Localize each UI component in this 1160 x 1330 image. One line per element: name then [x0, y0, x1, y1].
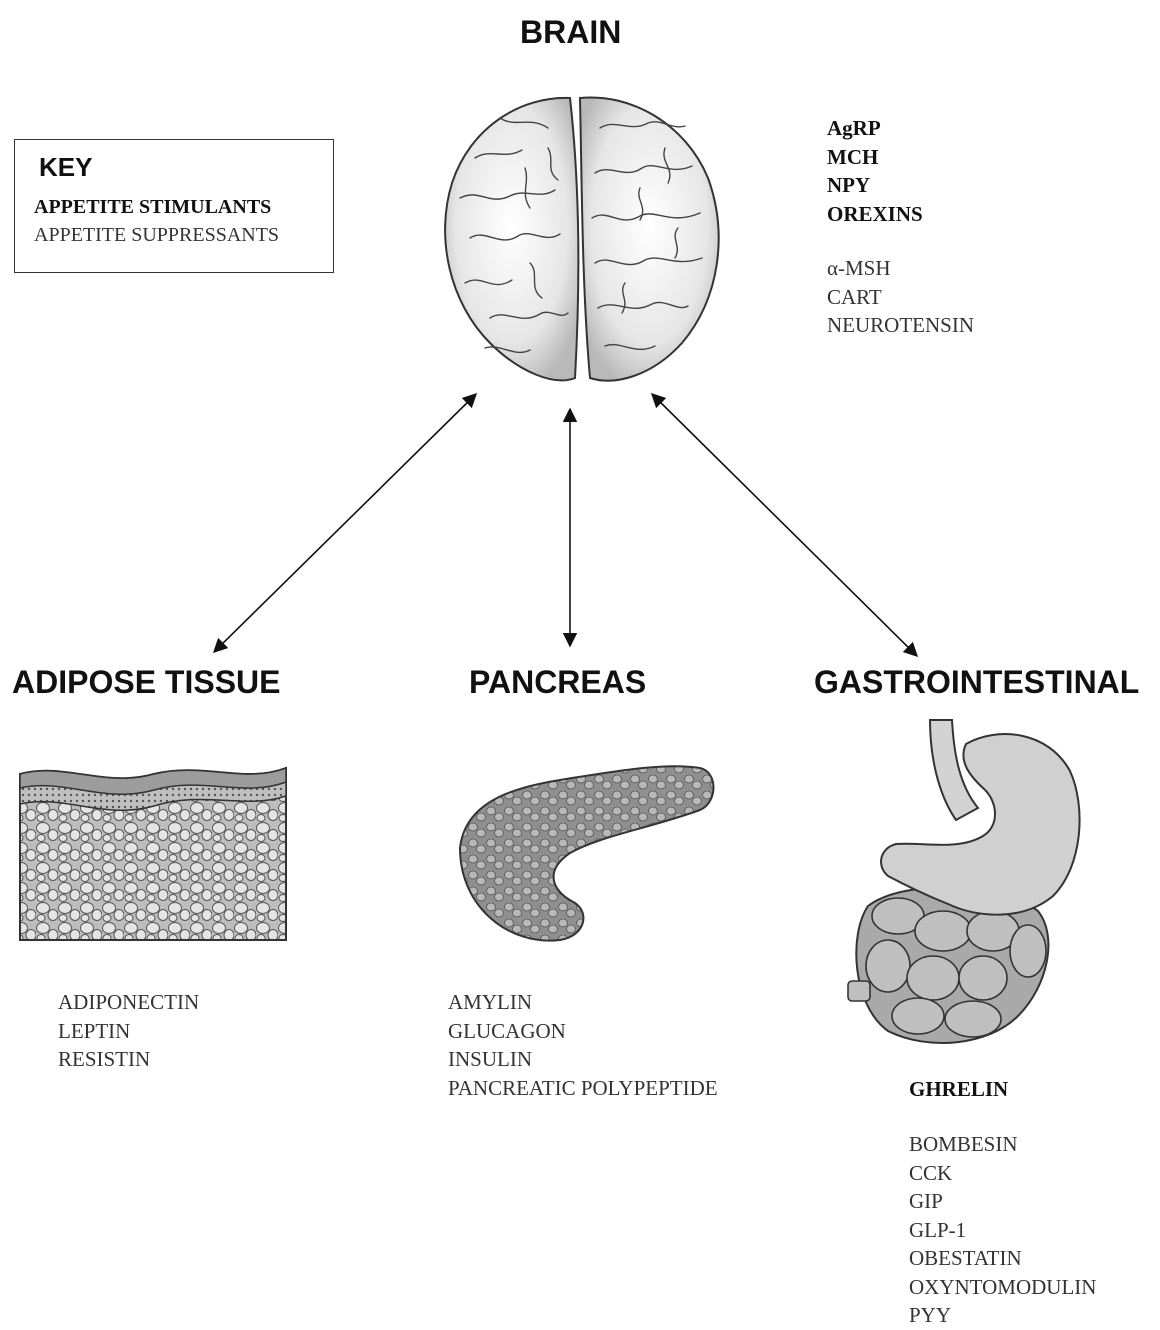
- gi-stimulant-item: GHRELIN: [909, 1075, 1008, 1104]
- arrow-brain-adipose: [214, 394, 476, 652]
- pancreas-suppressant-item: PANCREATIC POLYPEPTIDE: [448, 1074, 718, 1103]
- gi-suppressant-item: OXYNTOMODULIN: [909, 1273, 1096, 1302]
- gi-suppressant-item: GIP: [909, 1187, 1096, 1216]
- adipose-suppressants-list: ADIPONECTIN LEPTIN RESISTIN: [58, 988, 199, 1074]
- pancreas-illustration: [450, 758, 730, 958]
- adipose-suppressant-item: LEPTIN: [58, 1017, 199, 1046]
- pancreas-suppressants-list: AMYLIN GLUCAGON INSULIN PANCREATIC POLYP…: [448, 988, 718, 1102]
- arrow-brain-gastrointestinal: [652, 394, 917, 656]
- adipose-tissue-illustration: [14, 762, 294, 952]
- gastrointestinal-heading: GASTROINTESTINAL: [814, 664, 1139, 701]
- gi-suppressant-item: OBESTATIN: [909, 1244, 1096, 1273]
- adipose-heading: ADIPOSE TISSUE: [12, 664, 281, 701]
- gi-suppressants-list: BOMBESIN CCK GIP GLP-1 OBESTATIN OXYNTOM…: [909, 1130, 1096, 1330]
- gastrointestinal-illustration: [848, 716, 1088, 1056]
- gi-suppressant-item: CCK: [909, 1159, 1096, 1188]
- pancreas-suppressant-item: INSULIN: [448, 1045, 718, 1074]
- adipose-suppressant-item: RESISTIN: [58, 1045, 199, 1074]
- gi-suppressant-item: PYY: [909, 1301, 1096, 1330]
- pancreas-suppressant-item: AMYLIN: [448, 988, 718, 1017]
- adipose-suppressant-item: ADIPONECTIN: [58, 988, 199, 1017]
- gi-stimulants-list: GHRELIN: [909, 1075, 1008, 1104]
- pancreas-heading: PANCREAS: [469, 664, 646, 701]
- pancreas-suppressant-item: GLUCAGON: [448, 1017, 718, 1046]
- gi-suppressant-item: GLP-1: [909, 1216, 1096, 1245]
- gi-suppressant-item: BOMBESIN: [909, 1130, 1096, 1159]
